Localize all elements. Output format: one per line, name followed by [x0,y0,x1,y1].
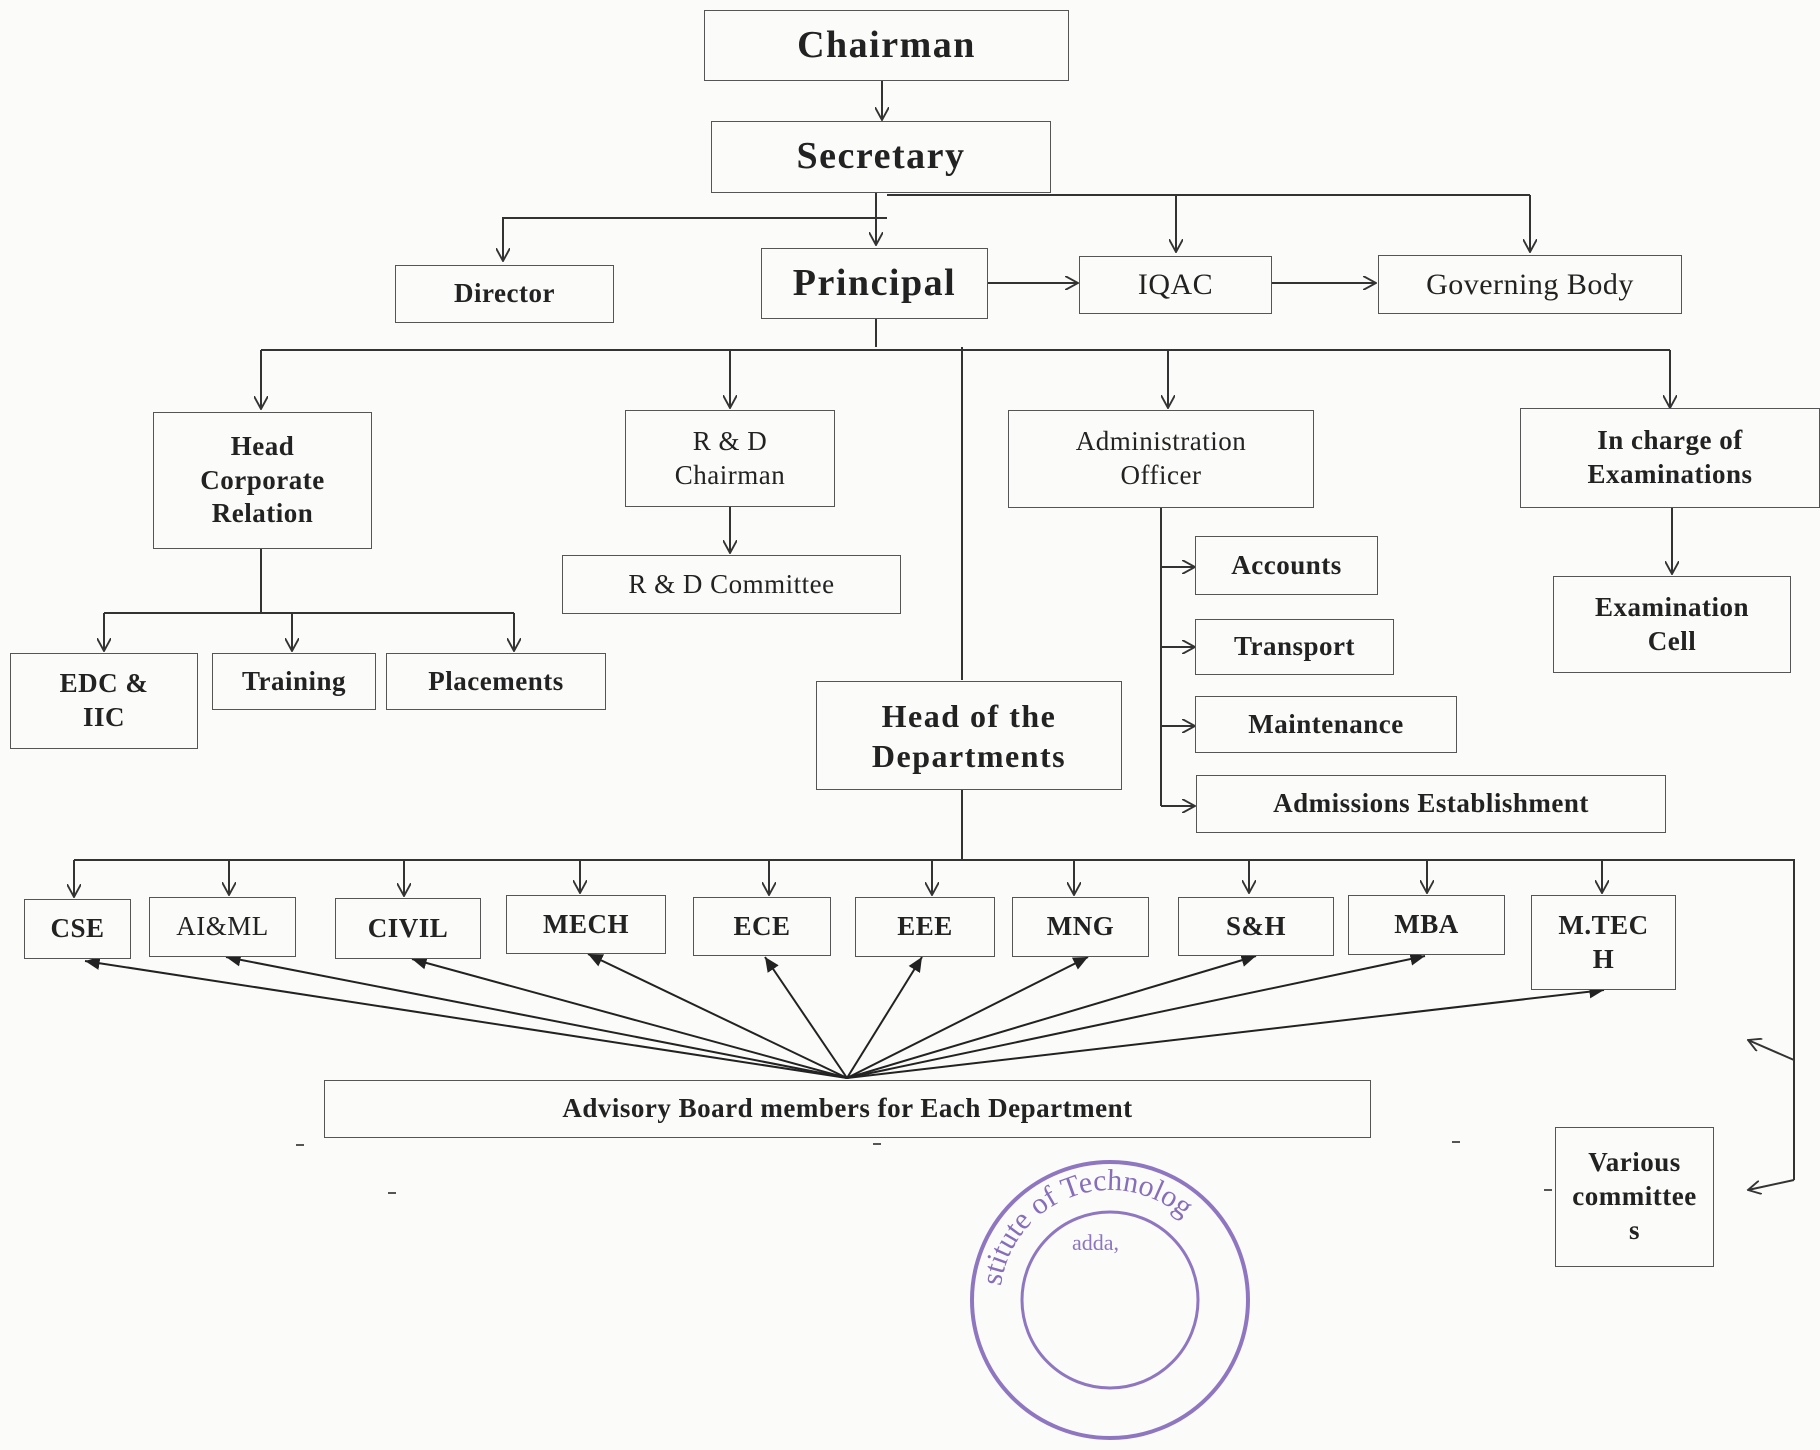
advisory-arrow-mba [846,952,1426,1079]
node-edc-iiic: EDC & IIC [10,653,198,749]
node-rd-committee: R & D Committee [562,555,901,614]
dept-mng: MNG [1012,897,1149,957]
node-iqac: IQAC [1079,256,1272,314]
org-chart-connectors [0,81,1795,1257]
dept-civil: CIVIL [335,898,481,959]
dept-mtech: M.TEC H [1531,895,1676,990]
advisory-arrow-ece [764,956,848,1079]
edge-secretary-director [503,217,887,261]
node-head-of-departments: Head of the Departments [816,681,1122,790]
dept-mba: MBA [1348,895,1505,955]
advisory-arrow-aiml [225,953,848,1079]
node-placements: Placements [386,653,606,710]
stamp-subtext: adda, [1072,1230,1119,1255]
node-head-corporate-relation: Head Corporate Relation [153,412,372,549]
node-maintenance: Maintenance [1195,696,1457,753]
stamp-text: stitute of Technolog [975,1164,1199,1288]
advisory-arrow-civil [411,956,848,1079]
node-advisory-board: Advisory Board members for Each Departme… [324,1080,1371,1138]
advisory-arrow-mng [846,956,1089,1079]
node-governing-body: Governing Body [1378,255,1682,314]
dept-aiml: AI&ML [149,897,296,957]
node-chairman: Chairman [704,10,1069,81]
node-secretary: Secretary [711,121,1051,193]
advisory-arrow-eee [846,956,923,1079]
dept-mech: MECH [506,895,666,954]
node-examination-cell: Examination Cell [1553,576,1791,673]
dept-eee: EEE [855,897,995,957]
node-accounts: Accounts [1195,536,1378,595]
advisory-arrow-mech [587,953,848,1079]
advisory-arrow-cse [84,956,848,1079]
node-admissions-establishment: Admissions Establishment [1196,775,1666,833]
node-director: Director [395,265,614,323]
node-various-committees: Various committee s [1555,1127,1714,1267]
node-administration-officer: Administration Officer [1008,410,1314,508]
dept-cse: CSE [24,899,131,959]
node-training: Training [212,653,376,710]
svg-text:stitute of Technolog: stitute of Technolog [975,1164,1199,1288]
advisory-arrow-sh [846,953,1257,1079]
node-incharge-examinations: In charge of Examinations [1520,408,1820,508]
node-transport: Transport [1195,619,1394,675]
dept-ece: ECE [693,897,831,956]
institute-stamp: stitute of Technolog adda, [970,1160,1250,1440]
edge-various-committees [1748,1179,1795,1190]
dept-sh: S&H [1178,897,1334,956]
node-principal: Principal [761,248,988,319]
node-rd-chairman: R & D Chairman [625,410,835,507]
advisory-arrow-mtech [846,985,1605,1079]
